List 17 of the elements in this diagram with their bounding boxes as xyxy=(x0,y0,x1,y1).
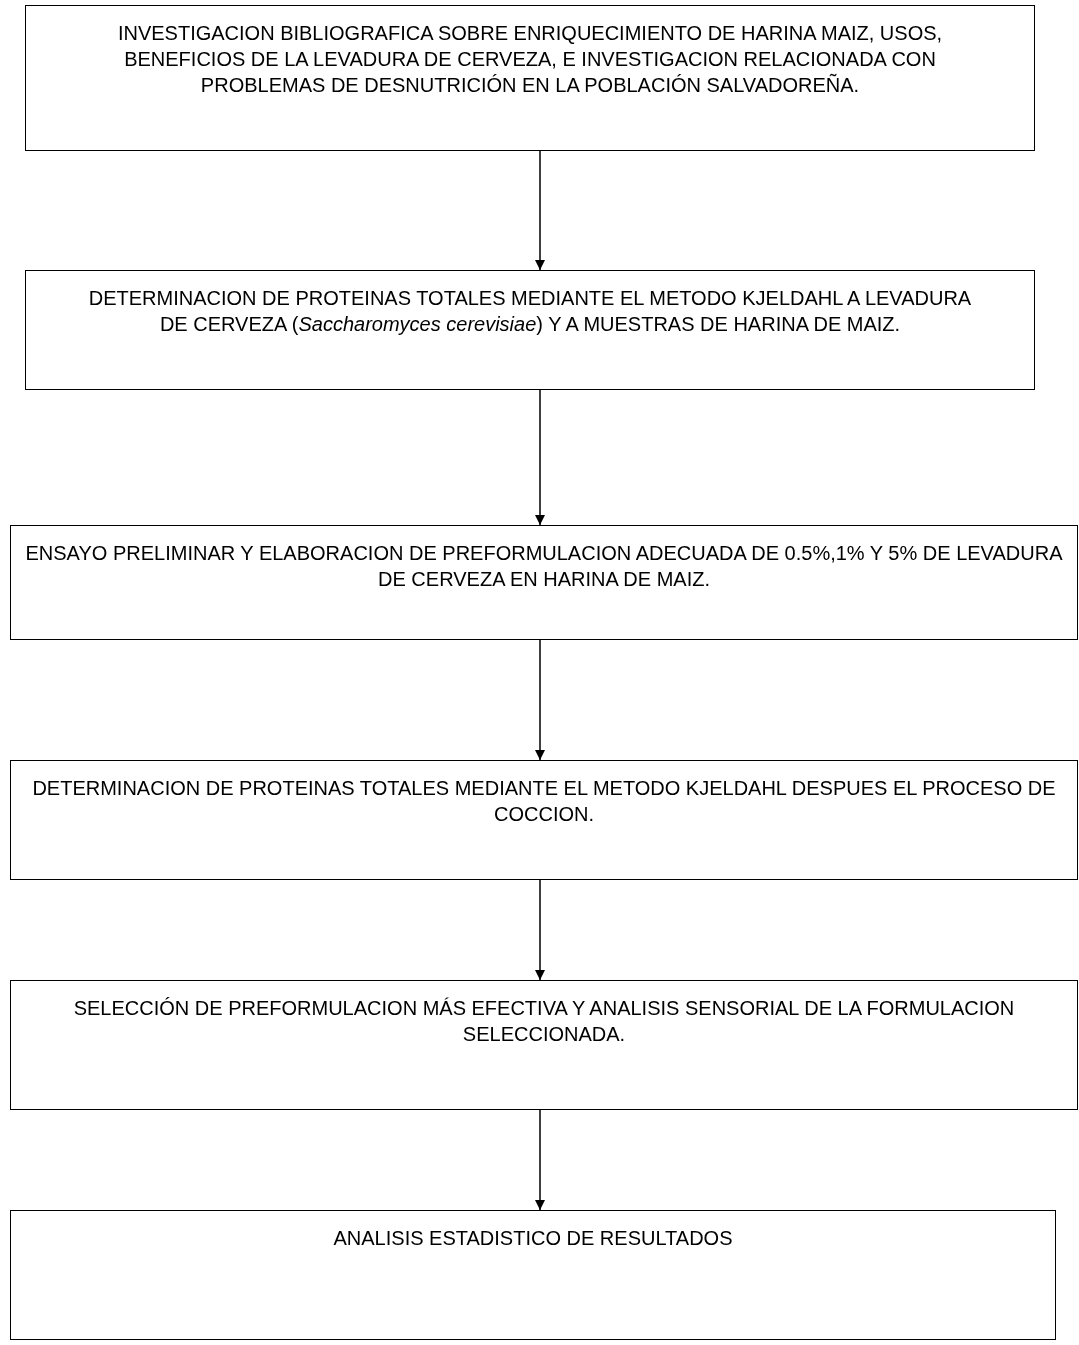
step-text: ENSAYO PRELIMINAR Y ELABORACION DE PREFORMULACION ADECUADA DE 0.5%,1% Y 5% DE LEVADURA DE CERVEZA EN HARINA DE MAIZ. xyxy=(24,541,1064,592)
arrow xyxy=(535,150,545,271)
process-box xyxy=(10,760,1078,880)
step-text: ANALISIS ESTADISTICO DE RESULTADOS xyxy=(333,1226,733,1251)
process-box xyxy=(10,1210,1056,1340)
process-box xyxy=(10,980,1078,1110)
arrow xyxy=(535,389,545,526)
step-text: SELECCIÓN DE PREFORMULACION MÁS EFECTIVA Y ANALISIS SENSORIAL DE LA FORMULACION SELECCIONADA. xyxy=(72,996,1016,1047)
process-box xyxy=(25,270,1035,390)
step-text: DETERMINACION DE PROTEINAS TOTALES MEDIANTE EL METODO KJELDAHL A LEVADURA DE CERVEZA (Saccharomyces cerevisiae) Y A MUESTRAS DE HARINA DE MAIZ. xyxy=(87,286,973,337)
arrow xyxy=(535,1109,545,1211)
step-text: DETERMINACION DE PROTEINAS TOTALES MEDIANTE EL METODO KJELDAHL DESPUES EL PROCESO DE COCCION. xyxy=(31,776,1057,827)
step-text: INVESTIGACION BIBLIOGRAFICA SOBRE ENRIQUECIMIENTO DE HARINA MAIZ, USOS, BENEFICIOS DE LA LEVADURA DE CERVEZA, E INVESTIGACION RELACIONADA CON PROBLEMAS DE DESNUTRICIÓN EN LA POBLACIÓN SALVADOREÑA. xyxy=(116,21,944,98)
arrow xyxy=(535,639,545,761)
process-box xyxy=(10,525,1078,640)
arrow xyxy=(535,879,545,981)
process-box xyxy=(25,5,1035,151)
